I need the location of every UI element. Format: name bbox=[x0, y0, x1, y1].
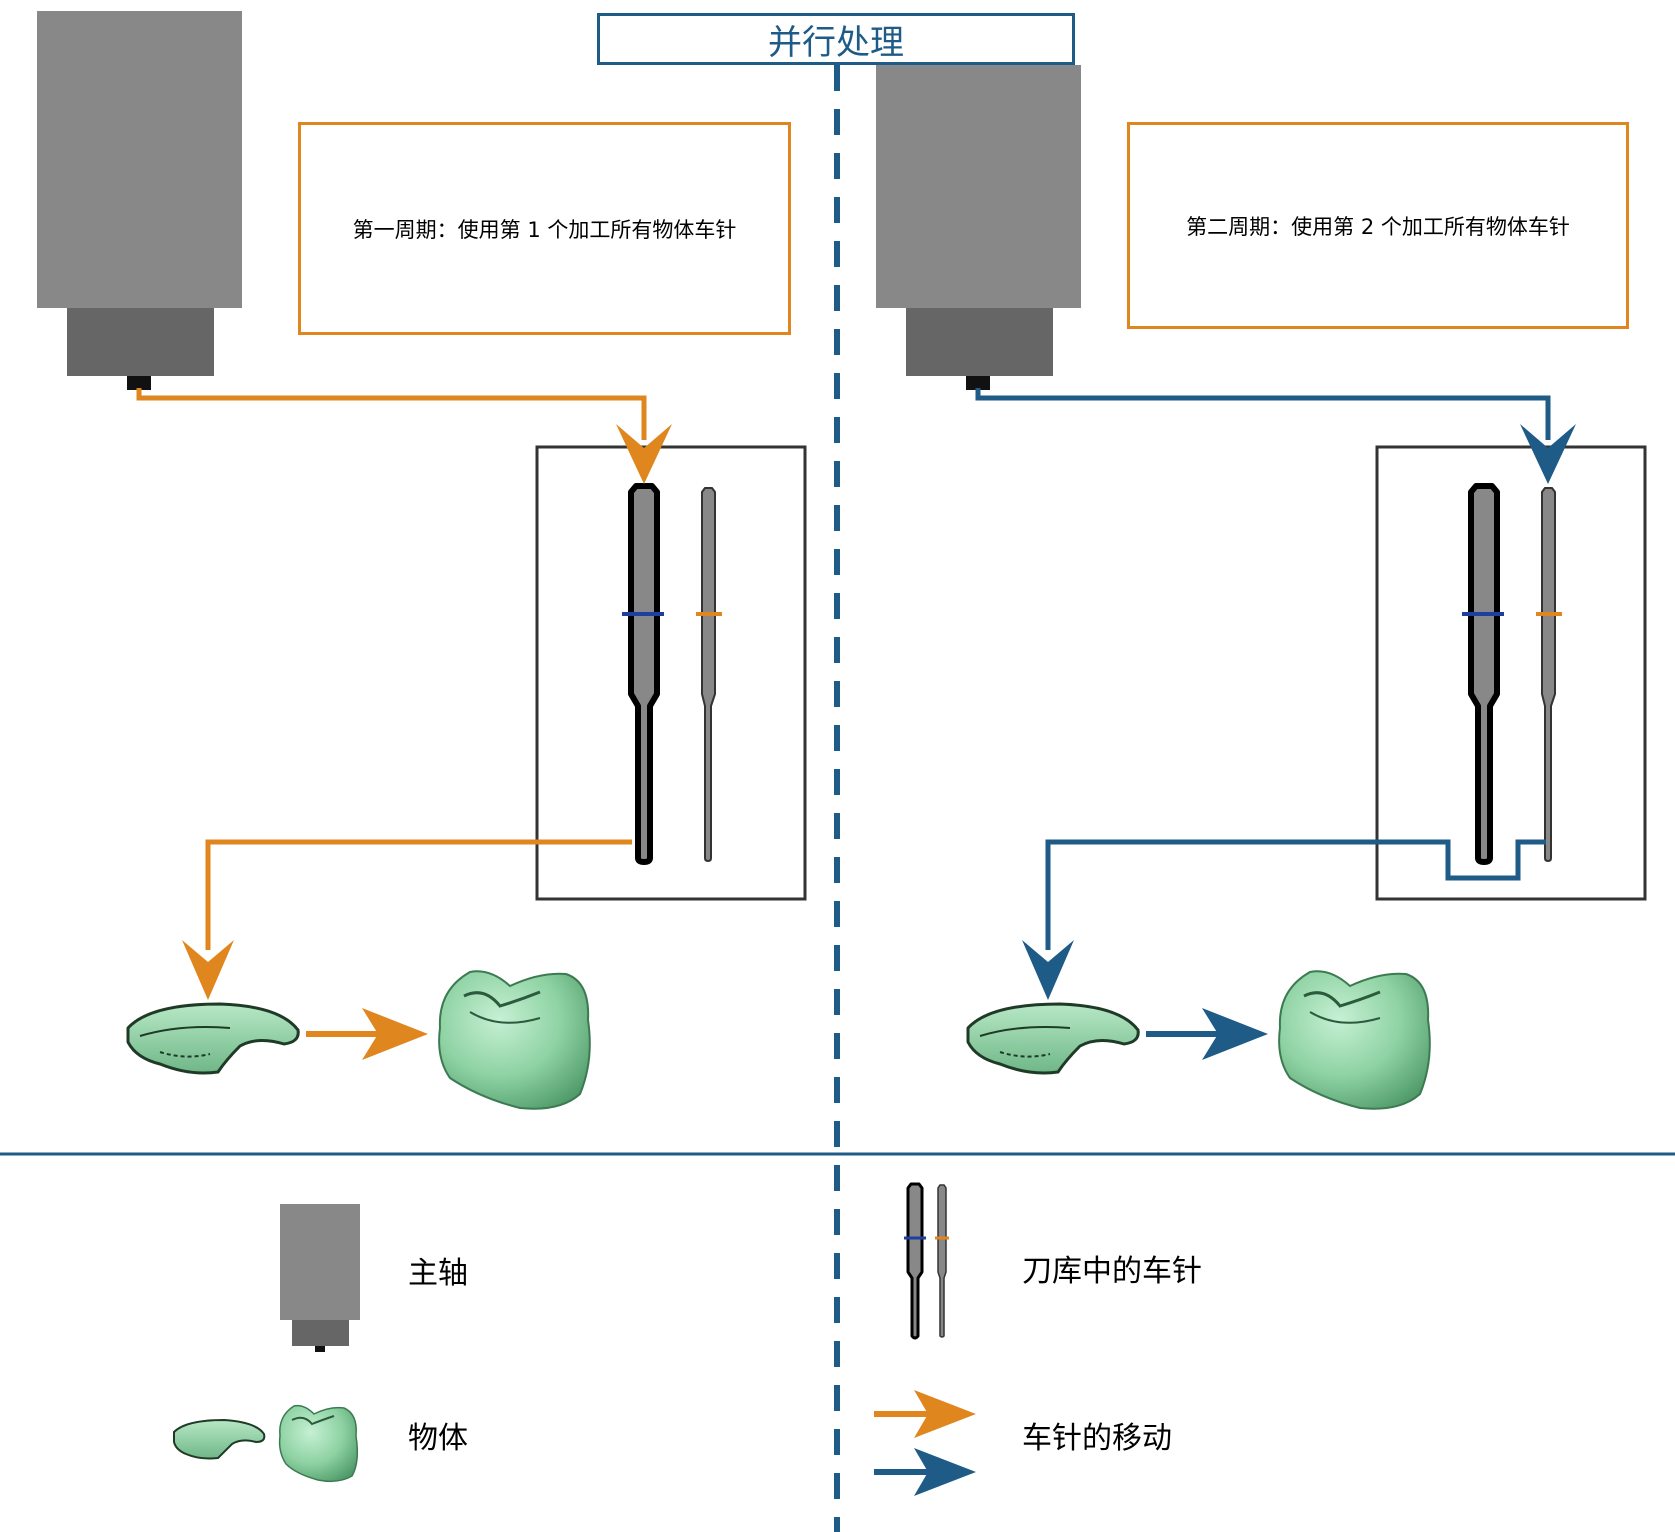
object-cap-right bbox=[966, 1002, 1140, 1075]
cycle-box-first: 第一周期：使用第 1 个加工所有物体车针 bbox=[298, 122, 791, 335]
page-title: 并行处理 bbox=[597, 13, 1075, 65]
bur-movement-arrow-right-top bbox=[975, 388, 1576, 484]
bur-thin-right bbox=[1536, 487, 1562, 862]
bur-thick-right bbox=[1462, 483, 1504, 865]
bur-movement-arrow-left-bottom bbox=[182, 839, 632, 1000]
spindle-right bbox=[876, 65, 1081, 390]
bur-movement-arrow-left-top bbox=[136, 388, 672, 484]
object-crown-right bbox=[1278, 970, 1431, 1110]
legend-arrow-blue bbox=[874, 1448, 976, 1496]
legend-objects-icon bbox=[173, 1404, 359, 1483]
cycle-label-first: 第一周期：使用第 1 个加工所有物体车针 bbox=[352, 217, 737, 242]
legend-label-spindle: 主轴 bbox=[408, 1256, 468, 1291]
legend-burs-icon bbox=[904, 1182, 949, 1340]
cycle-label-second: 第二周期：使用第 2 个加工所有物体车针 bbox=[1186, 214, 1570, 239]
bur-movement-arrow-left-objects bbox=[306, 1008, 428, 1060]
object-cap-left bbox=[126, 1002, 300, 1075]
cycle-box-second: 第二周期：使用第 2 个加工所有物体车针 bbox=[1127, 122, 1629, 329]
legend-label-objects: 物体 bbox=[408, 1421, 468, 1456]
spindle-left bbox=[37, 11, 242, 390]
legend-arrow-orange bbox=[874, 1390, 976, 1438]
bur-movement-arrow-right-bottom bbox=[1022, 839, 1546, 1000]
tool-magazine-left bbox=[535, 445, 807, 901]
bur-thick-left bbox=[622, 483, 664, 865]
legend-spindle-icon bbox=[280, 1204, 360, 1352]
tool-magazine-right bbox=[1375, 445, 1647, 901]
object-crown-left bbox=[438, 970, 591, 1110]
bur-movement-arrow-right-objects bbox=[1146, 1008, 1268, 1060]
legend-label-bur-movement: 车针的移动 bbox=[1022, 1421, 1172, 1456]
bur-thin-left bbox=[696, 487, 722, 862]
legend-label-burs-in-magazine: 刀库中的车针 bbox=[1022, 1254, 1202, 1289]
